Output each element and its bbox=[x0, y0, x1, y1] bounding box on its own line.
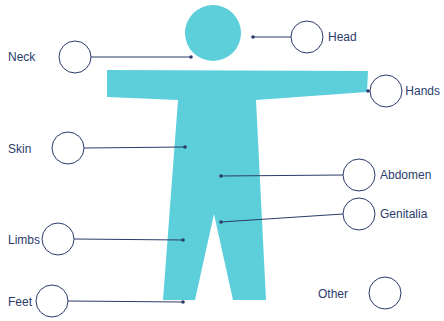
checkbox-circle bbox=[59, 41, 91, 73]
body-part-label: Abdomen bbox=[380, 168, 431, 182]
checkbox-circle bbox=[343, 198, 375, 230]
anchor-dot bbox=[251, 35, 255, 39]
body-part-label: Hands bbox=[405, 84, 440, 98]
anchor-dot bbox=[181, 300, 185, 304]
body-part-label: Limbs bbox=[8, 233, 40, 247]
anchor-dot bbox=[181, 238, 185, 242]
checkbox-circle bbox=[36, 285, 68, 317]
leader-line bbox=[84, 147, 185, 148]
leader-line bbox=[91, 57, 191, 58]
checkbox-circle bbox=[343, 159, 375, 191]
body-part-label: Other bbox=[318, 287, 348, 301]
body-part-label: Skin bbox=[8, 142, 31, 156]
checkbox-circle bbox=[52, 132, 84, 164]
leader-line bbox=[221, 175, 343, 176]
anchor-dot bbox=[219, 174, 223, 178]
leader-line bbox=[68, 301, 183, 302]
checkbox-circle bbox=[291, 21, 323, 53]
checkbox-circle bbox=[42, 223, 74, 255]
body-part-label: Head bbox=[328, 30, 357, 44]
checkbox-circle bbox=[369, 277, 401, 309]
body-part-label: Genitalia bbox=[380, 207, 427, 221]
anchor-dot bbox=[183, 145, 187, 149]
body-shape bbox=[107, 70, 368, 300]
leader-lines bbox=[68, 37, 370, 302]
checkbox-circle bbox=[370, 75, 402, 107]
anchor-dot bbox=[189, 55, 193, 59]
checkbox-circles bbox=[36, 21, 402, 317]
leader-line bbox=[253, 37, 291, 38]
anchor-dots bbox=[181, 35, 370, 304]
head-shape bbox=[185, 5, 241, 61]
leader-line bbox=[74, 239, 183, 240]
anchor-dot bbox=[219, 220, 223, 224]
leader-line bbox=[221, 214, 343, 222]
body-part-label: Feet bbox=[8, 295, 32, 309]
body-part-label: Neck bbox=[8, 50, 35, 64]
anchor-dot bbox=[366, 89, 370, 93]
